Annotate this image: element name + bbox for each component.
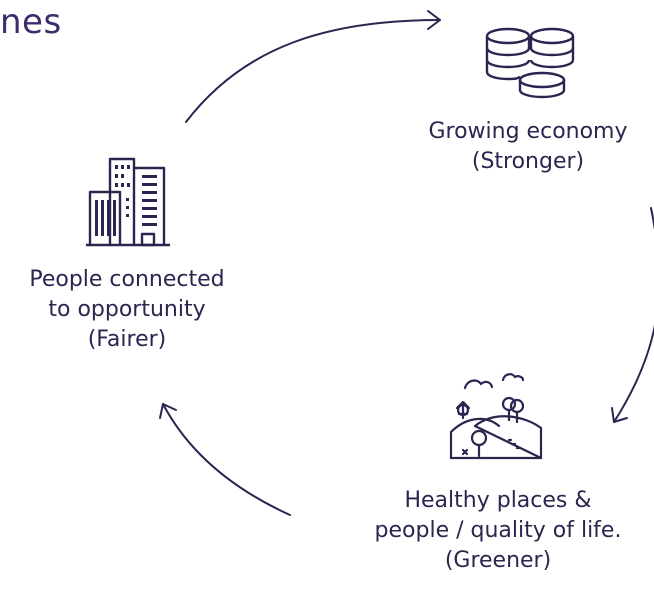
node-fairer-line-3: (Fairer) <box>87 327 167 352</box>
arrowhead-to-fairer <box>159 403 177 419</box>
node-label-fairer: People connected to opportunity (Fairer) <box>0 265 254 355</box>
page-title-fragment: nes <box>0 2 62 42</box>
node-fairer-line-1: People connected <box>29 267 225 292</box>
landscape-icon <box>449 373 543 460</box>
arrowhead-to-greener <box>611 407 628 423</box>
arrow-to-greener <box>613 207 654 423</box>
arrow-to-fairer <box>162 403 291 516</box>
coins-icon <box>485 27 575 99</box>
node-stronger-line-1: Growing economy <box>428 119 628 144</box>
node-label-stronger: Growing economy (Stronger) <box>402 117 654 177</box>
buildings-icon <box>86 157 170 247</box>
node-greener-line-1: Healthy places & <box>404 488 592 513</box>
arrow-to-stronger <box>185 19 441 123</box>
node-greener-line-2: people / quality of life. <box>374 518 622 543</box>
node-fairer-line-2: to opportunity <box>48 297 206 322</box>
node-greener-line-3: (Greener) <box>444 548 552 573</box>
node-stronger-line-2: (Stronger) <box>471 149 585 174</box>
arrowhead-to-stronger <box>427 10 441 30</box>
node-label-greener: Healthy places & people / quality of lif… <box>343 486 653 576</box>
